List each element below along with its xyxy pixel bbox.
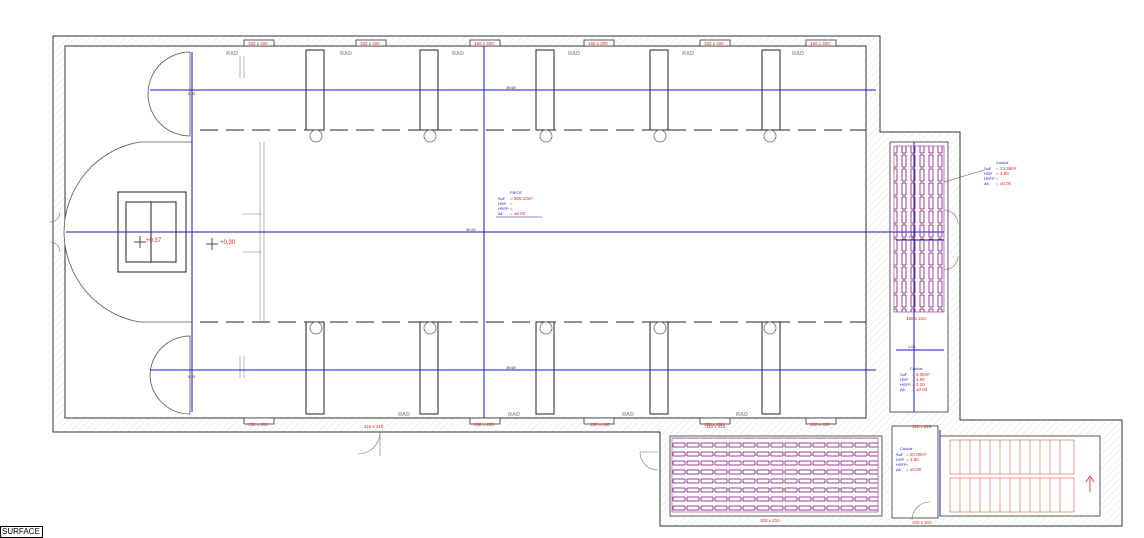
rad-label: RAD xyxy=(398,412,410,418)
room-row-key: SuF xyxy=(984,166,992,171)
room-row-key: SuF xyxy=(900,372,908,377)
side-room-tag-3: Couloir SuF = 20.00m² HSP = 3.80 HSFP = … xyxy=(896,446,927,472)
radiator-labels: RAD RAD RAD RAD RAD RAD RAD RAD RAD RAD xyxy=(226,51,804,418)
dimension-values: 39.68 30.00 39.68 1.00 1.00 6.25 6.25 xyxy=(188,86,915,379)
room-row-key: HSP xyxy=(498,201,507,206)
level-marker-nave: +0.30 xyxy=(206,238,236,250)
room-row-key: HSFP xyxy=(498,206,509,211)
door-size: 110 x 210 xyxy=(706,424,726,429)
room-row-value: = ±0.00 xyxy=(906,467,922,472)
window-size: 150 x 400 xyxy=(810,422,830,427)
room-name: Couloir xyxy=(910,366,923,371)
dim-value: 39.68 xyxy=(506,86,516,90)
door-size: 110 x 210 xyxy=(364,424,384,429)
room-name: Couloir xyxy=(996,160,1009,165)
room-row-key: Alt xyxy=(984,181,990,186)
window-size: 150 x 400 xyxy=(810,41,830,46)
level-altar: +0.37 xyxy=(146,238,162,244)
window-size: 150 x 400 xyxy=(474,422,494,427)
room-row-value: = ±0.00 xyxy=(510,211,526,216)
room-row-key: HSP xyxy=(896,457,905,462)
room-name: Couloir xyxy=(900,446,913,451)
room-row-key: HSP xyxy=(900,377,909,382)
room-row-key: Alt xyxy=(900,387,906,392)
rad-label: RAD xyxy=(508,412,520,418)
rad-label: RAD xyxy=(452,51,464,57)
level-marker-altar: +0.37 xyxy=(134,236,162,248)
pillar-symbols xyxy=(309,129,777,335)
dim-value: 30.00 xyxy=(466,228,476,232)
dim-value: 39.68 xyxy=(506,366,516,370)
room-row-value: = 360.10m² xyxy=(510,196,533,201)
room-row-value: = 20.00m² xyxy=(906,452,927,457)
side-room-tag-1: Couloir SuF = 13.38m² HSP = 3.80 HSFP = … xyxy=(943,160,1017,186)
room-row-value: = xyxy=(996,176,999,181)
rad-label: RAD xyxy=(568,51,580,57)
window-size: 150 x 400 xyxy=(704,41,724,46)
door-size: 150 x 210 xyxy=(906,316,926,321)
dim-value: 1.00 xyxy=(908,345,915,349)
room-name: PIECE xyxy=(510,190,522,195)
main-room-tag: PIECE SuF = 360.10m² HSP = HSFP = Alt = … xyxy=(496,190,542,218)
corridor-racks xyxy=(671,145,945,513)
window-size: 150 x 400 xyxy=(588,41,608,46)
rad-label: RAD xyxy=(340,51,352,57)
staircase xyxy=(949,439,1075,513)
top-windows xyxy=(243,39,837,425)
room-row-key: HSP xyxy=(984,171,993,176)
window-labels: 150 x 400 150 x 400 150 x 400 150 x 400 … xyxy=(248,41,830,427)
rad-label: RAD xyxy=(226,51,238,57)
rad-label: RAD xyxy=(736,412,748,418)
rad-label: RAD xyxy=(682,51,694,57)
room-row-key: Alt xyxy=(896,467,902,472)
room-row-value: = 3.80 xyxy=(912,377,925,382)
side-room-tag-2: Couloir SuF = 6.05m² HSP = 3.80 HSFP = 3… xyxy=(900,366,930,392)
door-swings xyxy=(49,209,959,521)
rad-label: RAD xyxy=(792,51,804,57)
window-size: 150 x 400 xyxy=(360,41,380,46)
rad-label: RAD xyxy=(622,412,634,418)
legend-surface: SURFACE xyxy=(0,526,43,538)
room-row-value: = 6.05m² xyxy=(912,372,930,377)
room-row-value: = xyxy=(510,206,513,211)
door-size: 100 x 210 xyxy=(760,518,780,523)
room-row-value: = 3.20 xyxy=(912,382,925,387)
room-row-key: HSFP xyxy=(900,382,911,387)
room-row-value: = 3.80 xyxy=(996,171,1009,176)
window-size: 150 x 400 xyxy=(704,422,724,427)
columns xyxy=(305,49,781,415)
outer-walls xyxy=(52,35,1123,527)
dim-value: 6.25 xyxy=(188,92,195,96)
level-nave: +0.30 xyxy=(220,240,236,246)
room-row-value: = xyxy=(906,462,909,467)
room-row-value: = 3.80 xyxy=(906,457,919,462)
door-size: 110 x 210 xyxy=(912,424,932,429)
door-labels: 110 x 210 150 x 210 110 x 210 100 x 210 … xyxy=(364,316,932,525)
room-row-value: = 13.38m² xyxy=(996,166,1017,171)
room-row-key: HSFP xyxy=(896,462,907,467)
room-row-value: = xyxy=(510,201,513,206)
room-row-key: SuF xyxy=(896,452,904,457)
room-row-value: = ±0.00 xyxy=(996,181,1012,186)
room-row-key: Alt xyxy=(498,211,504,216)
stair-arrow xyxy=(1085,475,1095,492)
dim-value: 1.00 xyxy=(908,235,915,239)
window-size: 150 x 400 xyxy=(590,422,610,427)
room-row-key: HSFP xyxy=(984,176,995,181)
window-size: 150 x 400 xyxy=(474,41,494,46)
window-size: 150 x 400 xyxy=(248,41,268,46)
room-row-value: = ±0.00 xyxy=(912,387,928,392)
dim-value: 6.25 xyxy=(188,375,195,379)
window-size: 150 x 400 xyxy=(248,422,268,427)
door-size: 100 x 210 xyxy=(912,520,932,525)
room-row-key: SuF xyxy=(498,196,506,201)
